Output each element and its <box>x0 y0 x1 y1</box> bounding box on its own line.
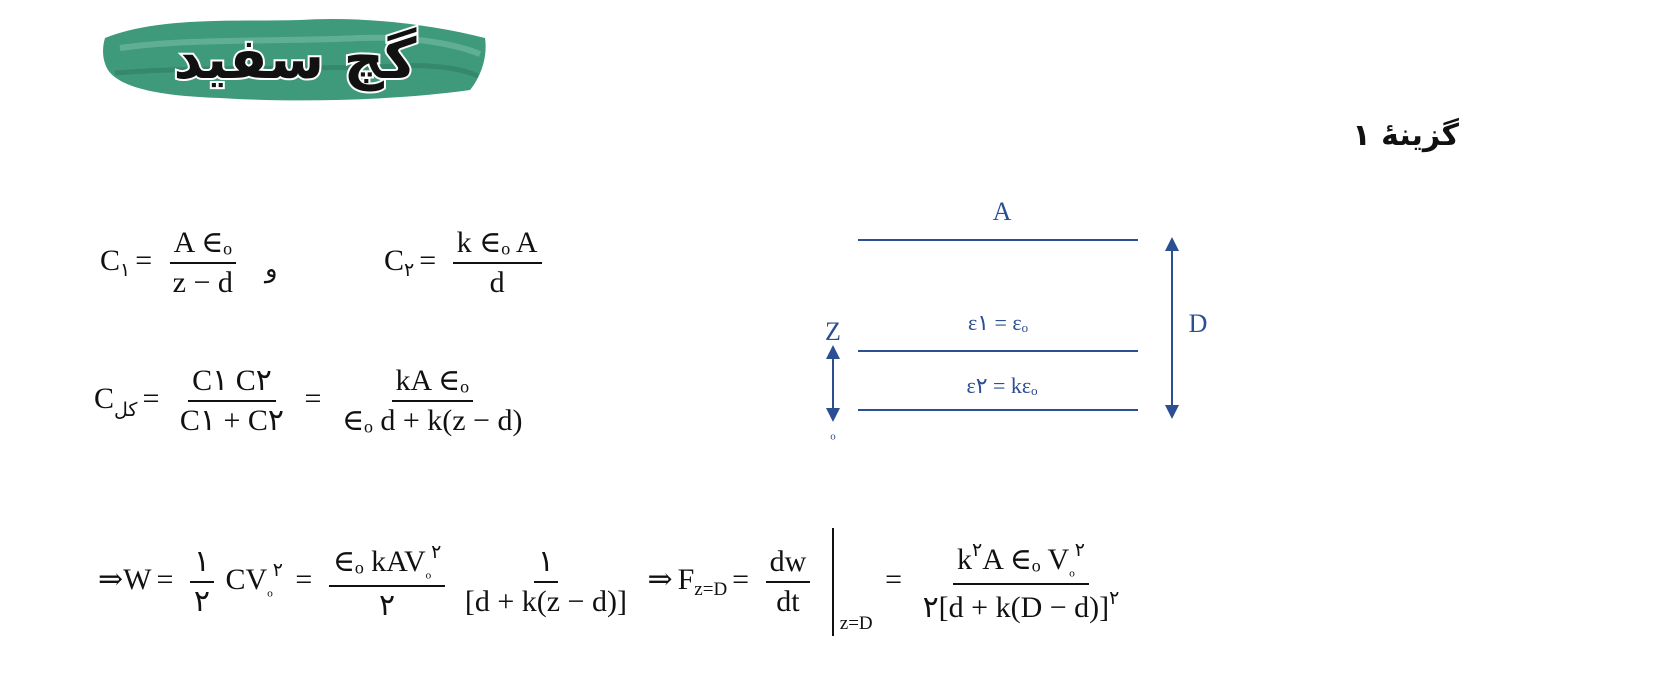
label-epsilon-1: ε۱ = εₒ <box>968 310 1028 335</box>
label-epsilon-2: ε۲ = kεₒ <box>966 373 1037 398</box>
label-d: D <box>1189 309 1208 338</box>
label-zero: ₒ <box>830 422 835 442</box>
capacitor-diagram: A Z D ₒ ε۱ = εₒ ε۲ = kεₒ <box>800 190 1220 450</box>
evaluation-bar <box>831 528 834 636</box>
connector-and: و <box>265 254 278 284</box>
option-title: گزینهٔ ۱ <box>1352 118 1459 153</box>
label-z: Z <box>825 317 841 346</box>
fraction-inverse: ۱[d + k(z − d)] <box>464 545 627 618</box>
logo: گچ سفید <box>100 8 490 108</box>
logo-text: گچ سفید <box>173 27 416 92</box>
fraction-total: kA ∈ₒ∈ₒ d + k(z − d) <box>341 364 523 437</box>
diagram-svg: A Z D ₒ ε۱ = εₒ ε۲ = kεₒ <box>825 197 1208 442</box>
label-a: A <box>993 197 1012 226</box>
logo-graphic: گچ سفید <box>103 18 486 101</box>
